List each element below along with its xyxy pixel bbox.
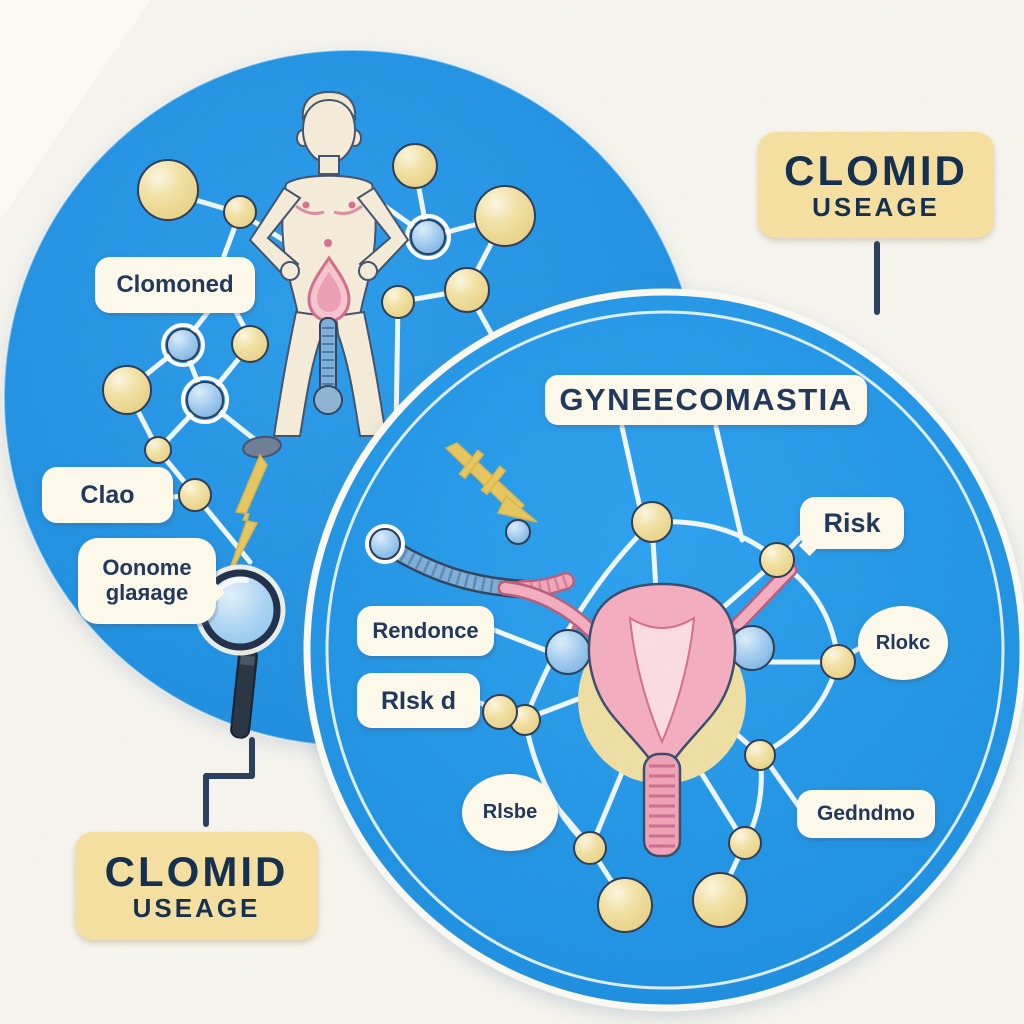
clomid-title-line2: USEAGE — [132, 892, 261, 923]
label-risk: Risk — [798, 497, 904, 557]
label-rendonce: Rendonce — [357, 606, 494, 656]
clomid-title-line2: USEAGE — [812, 191, 940, 222]
label-clao: Clao — [42, 467, 173, 523]
label-gedndmo-text: Gedndmo — [817, 802, 915, 826]
label-rlokc: Rlokc — [858, 606, 948, 680]
label-rlokc-text: Rlokc — [875, 631, 931, 654]
label-clao-text: Clao — [80, 481, 135, 509]
label-gyneecomastia: GYNEECOMASTIA — [545, 375, 867, 425]
clomid-useage-box-top-right: CLOMID USEAGE — [758, 132, 994, 238]
label-clomoned: Clomoned — [95, 257, 255, 313]
label-oonome-line2: glaяage — [105, 580, 189, 605]
label-risk-text: Risk — [823, 507, 881, 538]
clomid-useage-box-bottom-left: CLOMID USEAGE — [75, 832, 318, 940]
label-rlsbe: Rlsbe — [462, 774, 558, 851]
label-rlsbe-text: Rlsbe — [482, 801, 538, 824]
label-risk-d-text: RIsk d — [380, 686, 457, 715]
label-rendonce-text: Rendonce — [372, 617, 479, 643]
label-oonome-line1: Oonome — [102, 555, 192, 581]
label-oonome-bubble: Oonome glaяage — [78, 538, 226, 624]
clomid-title-line1: CLOMID — [784, 146, 968, 194]
label-clomoned-text: Clomoned — [116, 270, 234, 298]
label-gedndmo: Gedndmo — [797, 790, 935, 838]
gyneecomastia-title-text: GYNEECOMASTIA — [559, 381, 853, 417]
clomid-title-line1: CLOMID — [104, 847, 289, 895]
label-risk-d: RIsk d — [357, 673, 480, 728]
